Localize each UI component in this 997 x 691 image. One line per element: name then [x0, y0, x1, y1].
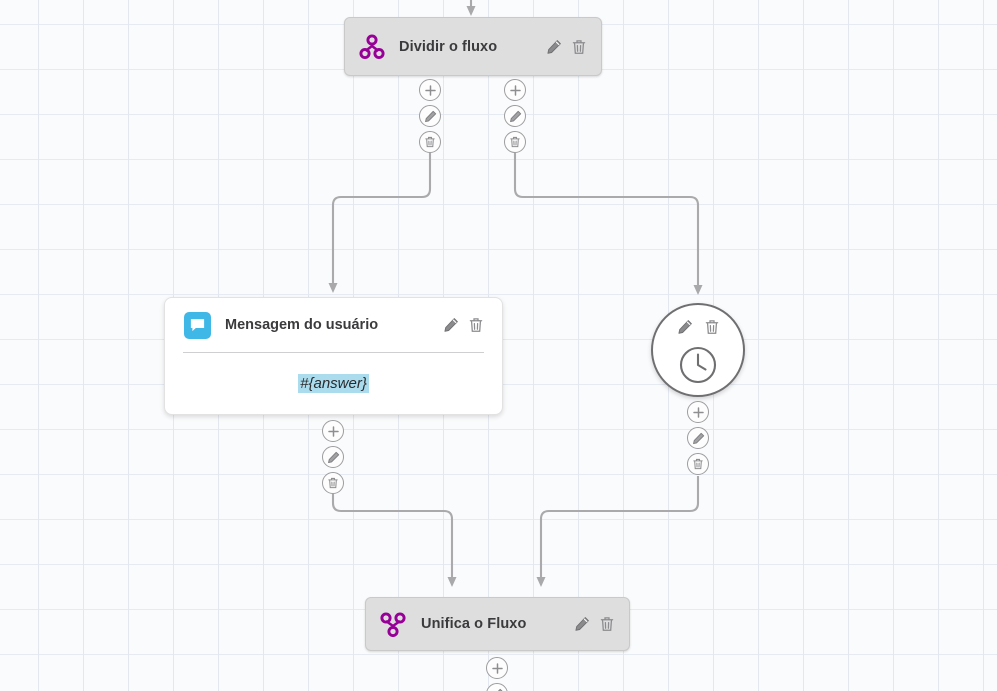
port-stack-message-out[interactable]: [322, 420, 344, 494]
clock-icon-wrap: [653, 345, 743, 385]
divider: [183, 352, 484, 353]
edit-icon[interactable]: [322, 446, 344, 468]
node-dividir-o-fluxo[interactable]: Dividir o fluxo: [344, 17, 602, 76]
trash-icon[interactable]: [571, 39, 587, 55]
node-actions: [443, 317, 484, 333]
port-stack-split-out-left[interactable]: [419, 79, 441, 153]
add-icon[interactable]: [687, 401, 709, 423]
port-stack-delay-out[interactable]: [687, 401, 709, 475]
trash-icon[interactable]: [704, 319, 720, 335]
trash-icon[interactable]: [468, 317, 484, 333]
trash-icon[interactable]: [687, 453, 709, 475]
edit-icon[interactable]: [419, 105, 441, 127]
trash-icon[interactable]: [599, 616, 615, 632]
chat-bubble-icon: [184, 311, 211, 339]
trash-icon[interactable]: [504, 131, 526, 153]
node-mensagem-do-usuario[interactable]: Mensagem do usuário #{answ: [164, 297, 503, 415]
message-node-header: Mensagem do usuário: [165, 298, 502, 352]
answer-token: #{answer}: [298, 373, 369, 393]
edit-icon[interactable]: [546, 39, 562, 55]
add-icon[interactable]: [504, 79, 526, 101]
edge-split-to-message: [328, 153, 432, 293]
node-actions: [546, 39, 587, 55]
edit-icon[interactable]: [687, 427, 709, 449]
node-unifica-o-fluxo[interactable]: Unifica o Fluxo: [365, 597, 630, 651]
node-actions: [653, 319, 743, 335]
flow-merge-icon: [380, 612, 406, 637]
edit-icon[interactable]: [443, 317, 459, 333]
trash-icon[interactable]: [322, 472, 344, 494]
node-delay[interactable]: [651, 303, 745, 397]
trash-icon[interactable]: [419, 131, 441, 153]
port-stack-split-out-right[interactable]: [504, 79, 526, 153]
port-stack-merge-out[interactable]: [486, 657, 508, 691]
edge-delay-to-merge: [536, 476, 700, 587]
node-actions: [574, 616, 615, 632]
add-icon[interactable]: [419, 79, 441, 101]
add-icon[interactable]: [322, 420, 344, 442]
flow-split-icon: [359, 33, 385, 59]
edit-icon[interactable]: [486, 683, 508, 691]
node-title: Dividir o fluxo: [399, 38, 498, 55]
node-title: Mensagem do usuário: [225, 317, 379, 333]
edge-message-to-merge: [331, 494, 457, 587]
edit-icon[interactable]: [677, 319, 693, 335]
add-icon[interactable]: [486, 657, 508, 679]
clock-icon: [679, 346, 717, 384]
message-node-body: #{answer}: [165, 353, 502, 413]
edit-icon[interactable]: [504, 105, 526, 127]
node-title: Unifica o Fluxo: [421, 616, 527, 632]
edit-icon[interactable]: [574, 616, 590, 632]
edge-split-to-delay: [513, 153, 703, 295]
